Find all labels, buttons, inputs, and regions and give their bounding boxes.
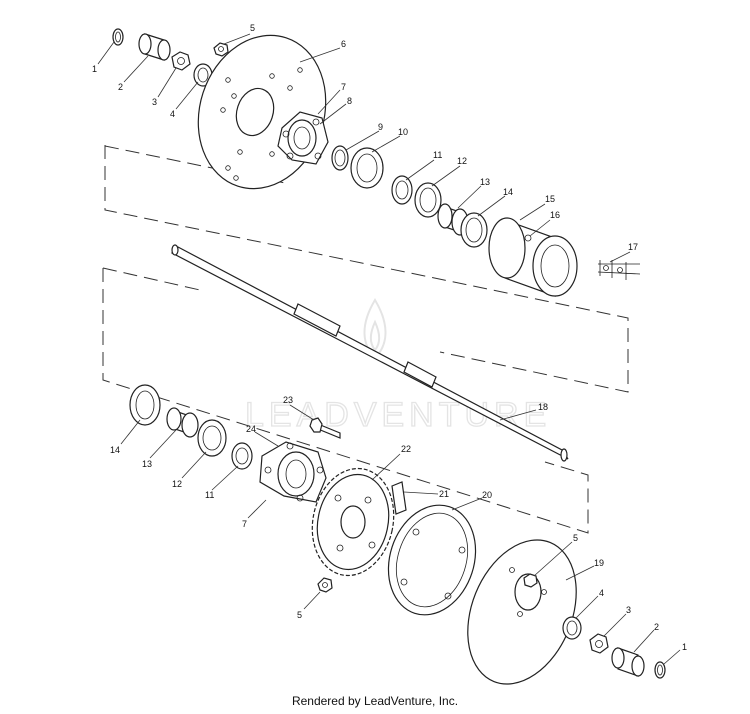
part-hub-top — [277, 111, 329, 165]
callout-22: 22 — [401, 444, 411, 454]
callout-15: 15 — [545, 194, 555, 204]
callout-3-top: 3 — [152, 97, 157, 107]
part-nut-bottom — [589, 633, 609, 654]
part-axle-shaft — [170, 244, 569, 462]
callout-13-bottom: 13 — [142, 459, 152, 469]
part-nut-small-bottom — [317, 577, 333, 593]
part-washer-bottom — [562, 616, 582, 640]
part-bearing-13-bottom — [166, 407, 199, 438]
part-race-10 — [350, 147, 384, 189]
part-bearing-housing — [488, 217, 578, 297]
bottom-assembly — [129, 384, 666, 685]
top-assembly — [112, 28, 641, 297]
part-spacer-bottom — [611, 647, 645, 677]
callout-13-top: 13 — [480, 177, 490, 187]
callout-1-top: 1 — [92, 64, 97, 74]
part-spacer-top — [138, 33, 171, 61]
callout-1-bottom: 1 — [682, 642, 687, 652]
callout-9: 9 — [378, 122, 383, 132]
callout-12-top: 12 — [457, 156, 467, 166]
part-washer-11-bottom — [231, 442, 253, 470]
callout-10: 10 — [398, 127, 408, 137]
part-guard-ring-20 — [387, 504, 477, 616]
callout-14-top: 14 — [503, 187, 513, 197]
part-brake-disc-bottom — [467, 539, 577, 685]
part-sprocket-22 — [311, 467, 395, 577]
callout-8: 8 — [347, 96, 352, 106]
callout-7-top: 7 — [341, 82, 346, 92]
callouts: 1 2 3 4 5 6 7 8 9 10 11 12 13 14 15 16 1… — [92, 23, 687, 652]
callout-5-top: 5 — [250, 23, 255, 33]
part-snap-ring-9 — [331, 145, 349, 171]
part-snap-ring-top — [112, 28, 124, 46]
callout-14-bottom: 14 — [110, 445, 120, 455]
part-snap-ring-bottom — [654, 661, 666, 679]
part-bearing-cup-14-bottom — [129, 384, 161, 426]
part-nut-small-top — [213, 42, 229, 57]
leader-lines — [97, 33, 681, 665]
part-guard-21 — [391, 481, 407, 515]
part-seal-12 — [414, 182, 442, 218]
callout-20: 20 — [482, 490, 492, 500]
callout-11-bottom: 11 — [205, 490, 214, 500]
callout-12-bottom: 12 — [172, 479, 182, 489]
callout-19: 19 — [594, 558, 604, 568]
callout-3-bottom: 3 — [626, 605, 631, 615]
callout-18: 18 — [538, 402, 548, 412]
callout-2-bottom: 2 — [654, 622, 659, 632]
callout-2-top: 2 — [118, 82, 123, 92]
callout-5-bottom-right: 5 — [573, 533, 578, 543]
part-bolt-23 — [309, 417, 341, 439]
part-clip-17 — [597, 260, 641, 280]
part-hub-bottom — [259, 441, 327, 503]
part-bearing-cup-14 — [460, 212, 488, 248]
dashed-guides — [102, 145, 629, 534]
callout-24: 24 — [246, 424, 256, 434]
callout-16: 16 — [550, 210, 560, 220]
callout-17: 17 — [628, 242, 638, 252]
callout-4-top: 4 — [170, 109, 175, 119]
callout-11-top: 11 — [433, 150, 442, 160]
callout-23: 23 — [283, 395, 293, 405]
footer-credit: Rendered by LeadVenture, Inc. — [291, 694, 459, 708]
callout-7-bottom: 7 — [242, 519, 247, 529]
part-seal-12-bottom — [197, 419, 227, 457]
part-nut-top — [171, 51, 191, 71]
callout-21: 21 — [439, 489, 449, 499]
callout-4-bottom: 4 — [599, 588, 604, 598]
callout-5-bottom-left: 5 — [297, 610, 302, 620]
part-washer-11 — [391, 175, 413, 205]
callout-6: 6 — [341, 39, 346, 49]
part-nut-on-disc — [523, 573, 538, 588]
